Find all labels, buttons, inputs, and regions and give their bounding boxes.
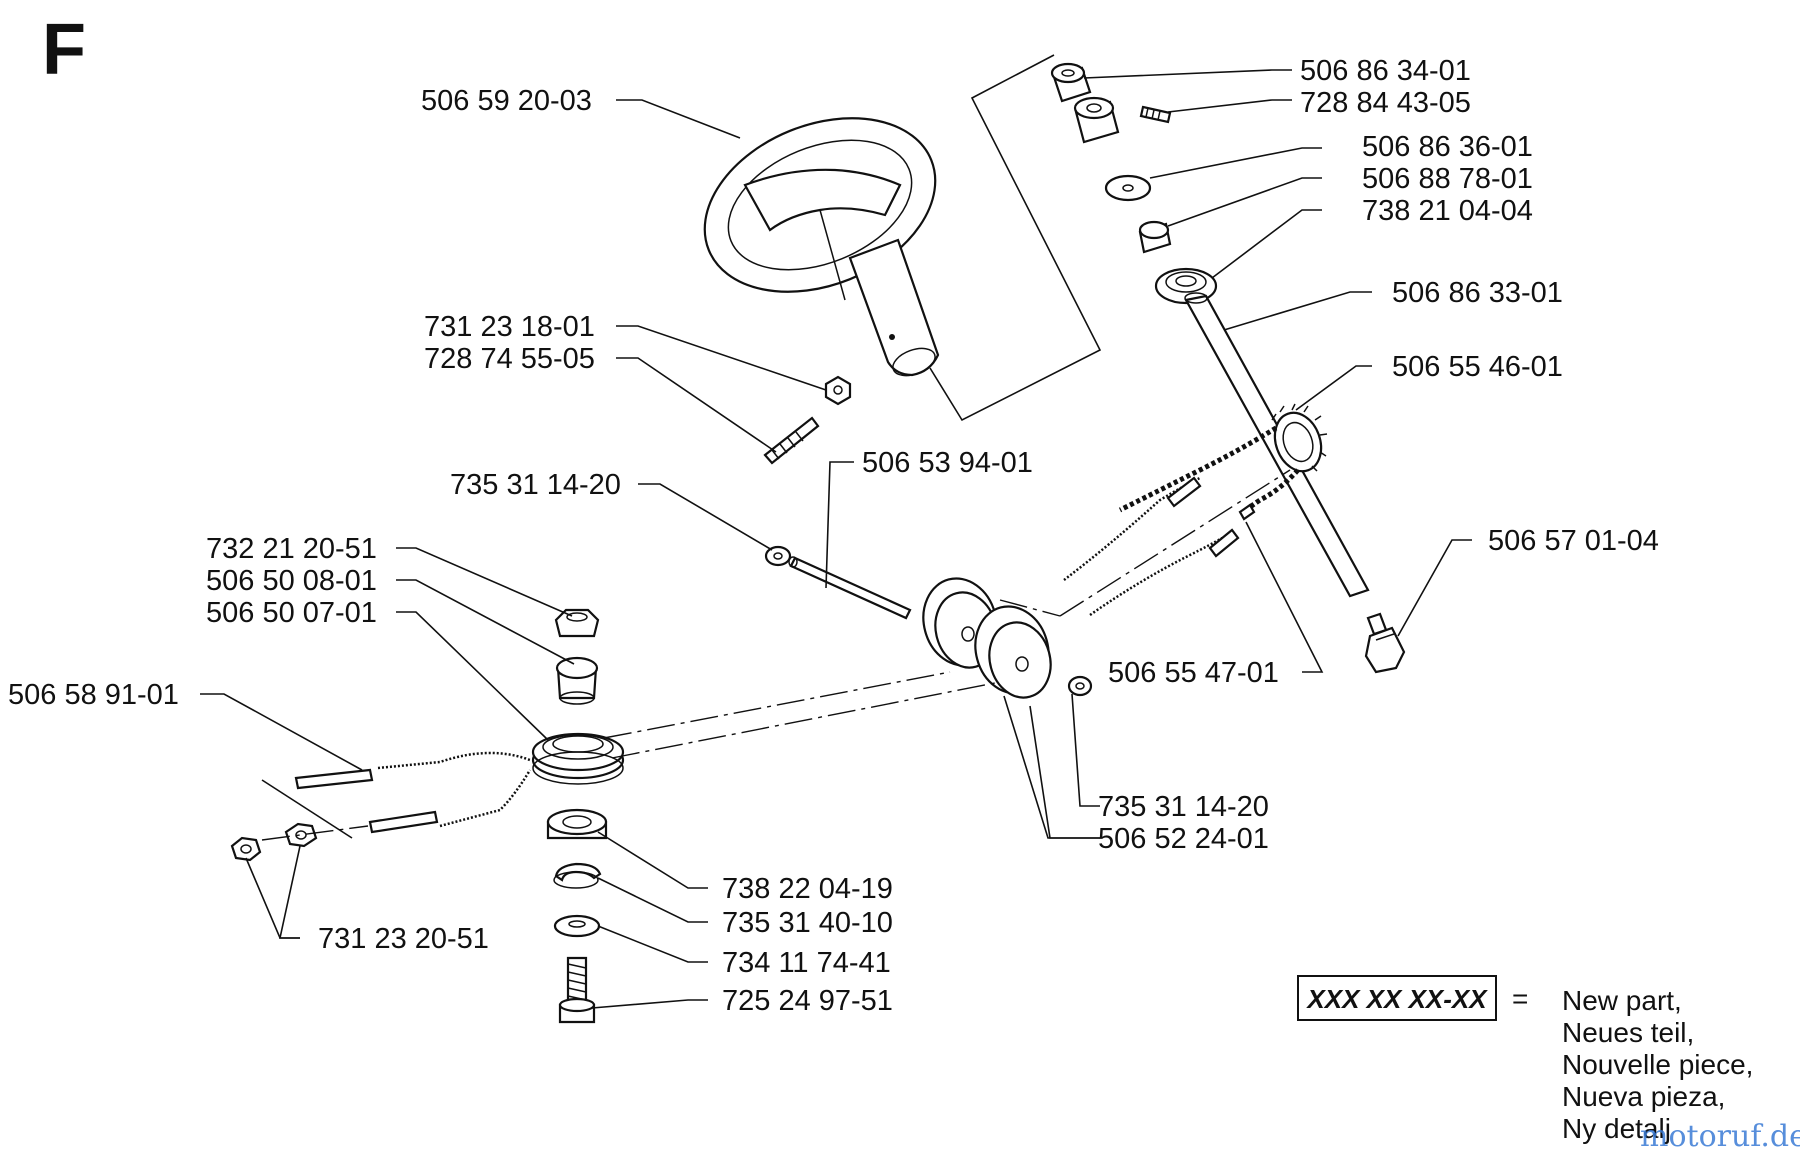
part-label: 506 57 01-04 <box>1488 525 1659 557</box>
new-part-legend: XXX XX XX-XX = New part, Neues teil, Nou… <box>1297 975 1753 1144</box>
bushing-upper <box>1138 220 1172 254</box>
part-label: 731 23 18-01 <box>424 311 595 343</box>
wheel-nut <box>824 375 852 406</box>
legend-code-box <box>1297 975 1497 1021</box>
pulley-front <box>974 605 1052 699</box>
legend-line: Ny detalj <box>1562 1113 1671 1144</box>
part-label: 731 23 20-51 <box>318 923 489 955</box>
collar-upper <box>1050 62 1092 103</box>
part-label: 506 86 34-01 <box>1300 55 1471 87</box>
set-screw <box>1139 105 1172 124</box>
part-label: 506 55 46-01 <box>1392 351 1563 383</box>
bearing-lower <box>546 808 608 840</box>
section-letter: F <box>42 10 86 90</box>
drive-chain <box>1118 425 1300 517</box>
part-label: 506 88 78-01 <box>1362 163 1533 195</box>
washer-lower <box>553 914 601 938</box>
shaft-bottom-bolt <box>1364 612 1406 674</box>
part-label: 506 50 07-01 <box>206 597 377 629</box>
part-label: 506 53 94-01 <box>862 447 1033 479</box>
lower-cables <box>294 751 532 834</box>
part-labels: 506 59 20-03 731 23 18-01 728 74 55-05 5… <box>8 55 1659 1017</box>
legend-line: Nouvelle piece, <box>1562 1049 1753 1080</box>
legend-line: Nueva pieza, <box>1562 1081 1725 1112</box>
collar-lower <box>1073 96 1120 144</box>
part-label: 506 55 47-01 <box>1108 657 1279 689</box>
part-label: 506 50 08-01 <box>206 565 377 597</box>
cable-pulley-lower <box>531 732 625 785</box>
bearing-upper <box>1154 267 1218 305</box>
legend-line: New part, <box>1562 985 1682 1016</box>
top-nut <box>554 608 600 638</box>
part-label: 728 84 43-05 <box>1300 87 1471 119</box>
steering-wheel <box>703 117 940 377</box>
legend-line: Neues teil, <box>1562 1017 1694 1048</box>
legend-code: XXX XX XX-XX <box>1305 984 1488 1014</box>
part-label: 506 52 24-01 <box>1098 823 1269 855</box>
sprocket <box>1271 403 1328 473</box>
cable-group-frame <box>261 779 353 839</box>
shaft-group-frame <box>929 54 1102 422</box>
part-label: 506 59 20-03 <box>421 85 592 117</box>
part-label: 735 31 40-10 <box>722 907 893 939</box>
part-label: 738 22 04-19 <box>722 873 893 905</box>
pin-lock-right <box>1067 675 1093 697</box>
part-label: 734 11 74-41 <box>722 947 891 979</box>
pulley-pin <box>788 556 912 620</box>
part-label: 506 86 33-01 <box>1392 277 1563 309</box>
alignment-lines <box>261 469 1291 841</box>
cable-nut-left <box>230 836 262 862</box>
part-label: 506 86 36-01 <box>1362 131 1533 163</box>
part-label: 732 21 20-51 <box>206 533 377 565</box>
part-label: 728 74 55-05 <box>424 343 595 375</box>
part-label: 735 31 14-20 <box>450 469 621 501</box>
part-label: 735 31 14-20 <box>1098 791 1269 823</box>
washer-upper <box>1104 174 1152 202</box>
lower-bolt <box>558 956 596 1024</box>
legend-equals: = <box>1512 983 1528 1014</box>
watermark: motoruf.de <box>1640 1119 1800 1154</box>
part-label: 725 24 97-51 <box>722 985 893 1017</box>
steering-cables <box>1063 476 1256 617</box>
cable-nut-right <box>284 822 318 848</box>
lock-ring <box>553 862 602 889</box>
wheel-bolt <box>763 416 820 465</box>
pin-lock-left <box>764 545 792 567</box>
part-label: 738 21 04-04 <box>1362 195 1533 227</box>
leader-lines <box>200 69 1472 1009</box>
part-label: 506 58 91-01 <box>8 679 179 711</box>
spacer-bushing <box>555 656 599 705</box>
